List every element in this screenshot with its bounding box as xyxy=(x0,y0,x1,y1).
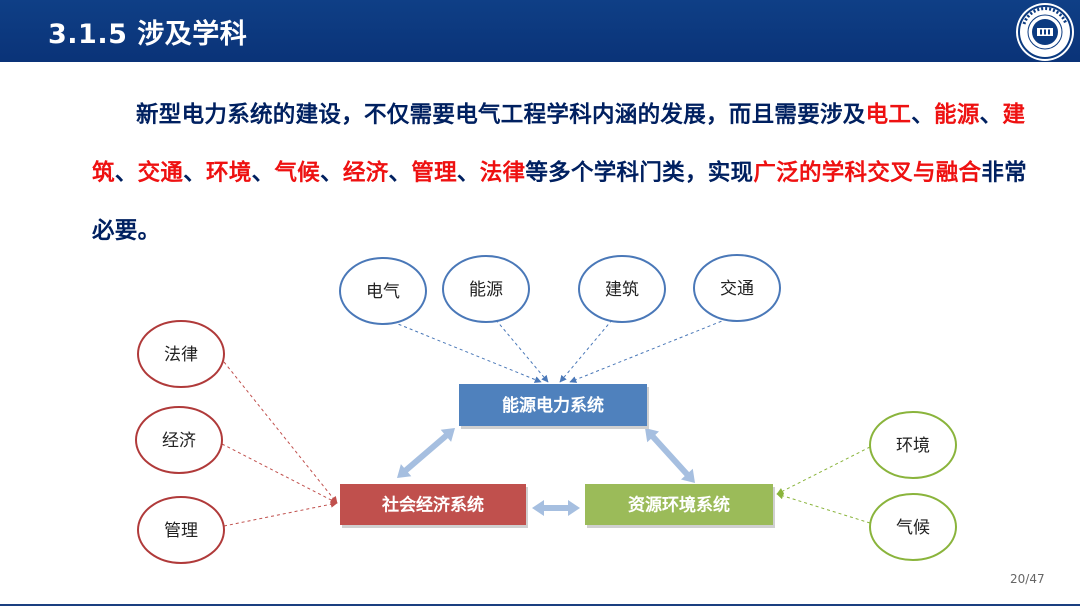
intro-paragraph: 新型电力系统的建设，不仅需要电气工程学科内涵的发展，而且需要涉及电工、能源、建筑… xyxy=(92,86,1040,260)
highlight-text: 经济 xyxy=(342,160,389,186)
body-text: 新型电力系统的建设，不仅需要电气工程学科内涵的发展，而且需要涉及 xyxy=(136,102,866,128)
bottom-divider xyxy=(0,604,1080,606)
double-arrow-social-resource xyxy=(532,500,580,516)
body-text: 、 xyxy=(456,160,480,186)
double-arrow-energy-social xyxy=(397,428,455,478)
slide-title: 3.1.5 涉及学科 xyxy=(48,19,248,50)
discipline-circle xyxy=(339,257,427,325)
energy-power-system-box-label: 能源电力系统 xyxy=(502,395,604,416)
discipline-circle-label: 建筑 xyxy=(605,280,639,300)
discipline-circle-label: 气候 xyxy=(896,518,930,538)
connector-arrow xyxy=(495,319,549,383)
highlight-text: 管理 xyxy=(411,160,457,186)
connector-arrow xyxy=(221,443,338,504)
body-text: 、 xyxy=(388,160,412,186)
connector-arrow xyxy=(559,319,613,383)
connector-arrow xyxy=(776,492,871,524)
highlight-text: 广泛的学科交叉与融合 xyxy=(753,160,982,186)
body-text: 等多个学科门类，实现 xyxy=(525,160,754,186)
discipline-circle xyxy=(578,255,666,323)
discipline-circle xyxy=(869,411,957,479)
discipline-circle xyxy=(869,493,957,561)
social-economic-system-box xyxy=(340,484,526,525)
resource-environment-system-box-label: 资源环境系统 xyxy=(628,495,730,516)
highlight-text: 建筑 xyxy=(92,102,1026,186)
connector-arrow xyxy=(392,321,542,383)
university-seal-icon xyxy=(1016,3,1074,61)
energy-power-system-box xyxy=(459,384,647,426)
social-economic-system-box-label: 社会经济系统 xyxy=(381,495,484,516)
connector-arrow xyxy=(569,318,728,383)
highlight-text: 环境 xyxy=(206,160,252,186)
highlight-text: 气候 xyxy=(274,160,321,186)
highlight-text: 电工 xyxy=(865,102,912,128)
page-number: 20/47 xyxy=(1010,572,1045,586)
connector-arrow xyxy=(776,446,871,495)
discipline-circle-label: 法律 xyxy=(164,345,198,365)
connector-arrow xyxy=(223,500,338,527)
body-text: 、 xyxy=(979,102,1003,128)
discipline-circle-label: 经济 xyxy=(162,431,196,451)
highlight-text: 能源 xyxy=(934,102,980,128)
body-text: 、 xyxy=(251,160,275,186)
body-text: 、 xyxy=(183,160,207,186)
discipline-circle-label: 交通 xyxy=(720,279,754,299)
body-text: 、 xyxy=(911,102,935,128)
discipline-circle xyxy=(693,254,781,322)
title-bar: 3.1.5 涉及学科 xyxy=(0,0,1080,62)
highlight-text: 法律 xyxy=(479,160,526,186)
discipline-circle xyxy=(135,406,223,474)
discipline-circle-label: 管理 xyxy=(164,521,198,541)
double-arrow-energy-resource xyxy=(645,428,695,483)
resource-environment-system-box xyxy=(585,484,773,525)
discipline-circle-label: 电气 xyxy=(366,282,400,302)
discipline-circle xyxy=(137,320,225,388)
highlight-text: 交通 xyxy=(137,160,184,186)
body-text: 、 xyxy=(320,160,343,186)
body-text: 、 xyxy=(114,160,138,186)
body-text: 非常必要。 xyxy=(92,160,1027,244)
discipline-circle xyxy=(137,496,225,564)
discipline-circle-label: 能源 xyxy=(469,280,503,300)
discipline-circle-label: 环境 xyxy=(896,436,930,456)
connector-arrow xyxy=(223,361,338,504)
discipline-circle xyxy=(442,255,530,323)
